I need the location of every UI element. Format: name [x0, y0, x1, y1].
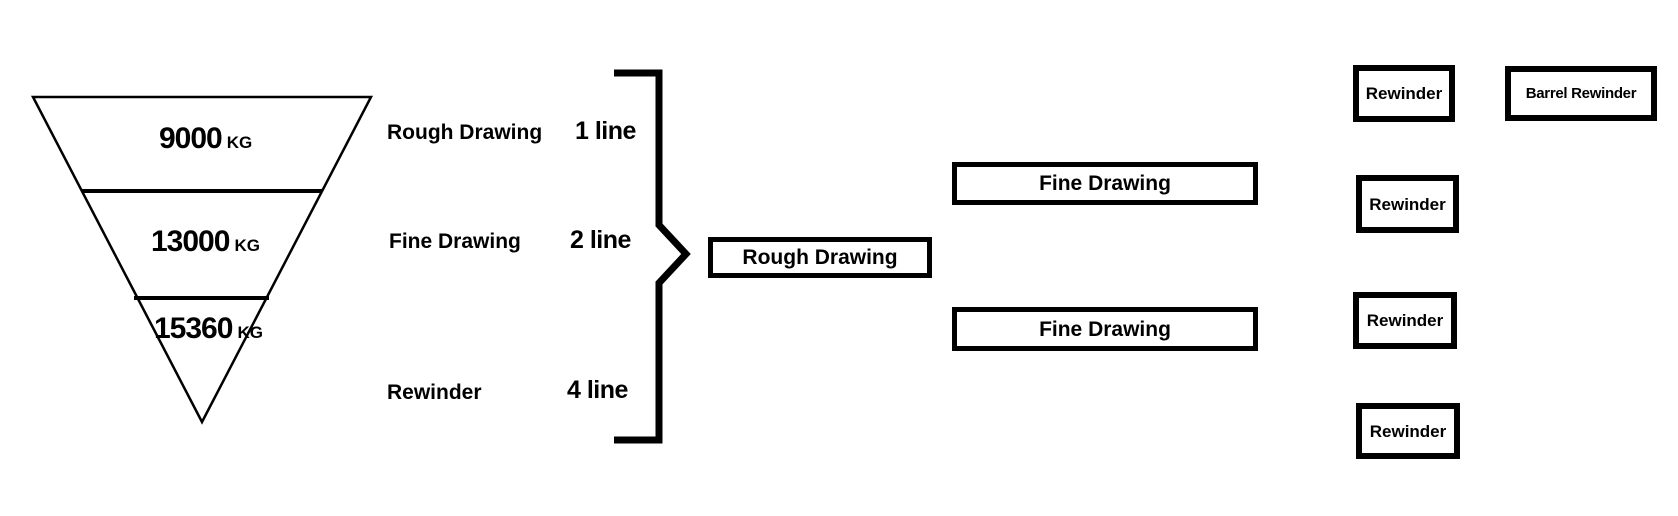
- legend-label-fine-drawing: Fine Drawing: [389, 230, 521, 253]
- barrel-rewinder-box: Barrel Rewinder: [1505, 66, 1657, 121]
- funnel-section-1-value: 9000: [159, 122, 223, 155]
- fine-drawing-box-1: Fine Drawing: [952, 162, 1258, 205]
- rough-drawing-box: Rough Drawing: [708, 237, 932, 278]
- rewinder-box-3: Rewinder: [1353, 292, 1457, 349]
- legend-count-1-line: 1 line: [575, 117, 636, 145]
- funnel-section-1-unit: KG: [226, 133, 253, 152]
- funnel-section-1: 9000 KG: [159, 124, 252, 154]
- funnel-triangle: [30, 95, 374, 425]
- legend-label-rough-drawing: Rough Drawing: [387, 121, 543, 144]
- funnel-section-3: 15360 KG: [154, 314, 263, 344]
- legend-label-rewinder: Rewinder: [387, 381, 482, 404]
- curly-brace: [614, 69, 691, 444]
- legend-count-4-line: 4 line: [567, 376, 628, 404]
- funnel-section-3-unit: KG: [237, 323, 263, 342]
- fine-drawing-box-2: Fine Drawing: [952, 307, 1258, 351]
- funnel-section-3-value: 15360: [154, 312, 233, 345]
- rewinder-box-4: Rewinder: [1356, 403, 1460, 459]
- rewinder-box-1: Rewinder: [1353, 65, 1455, 122]
- funnel-section-2: 13000 KG: [151, 227, 260, 257]
- funnel-section-2-unit: KG: [234, 236, 260, 255]
- funnel-section-2-value: 13000: [151, 225, 230, 258]
- rewinder-box-2: Rewinder: [1356, 175, 1459, 233]
- legend-count-2-line: 2 line: [570, 226, 631, 254]
